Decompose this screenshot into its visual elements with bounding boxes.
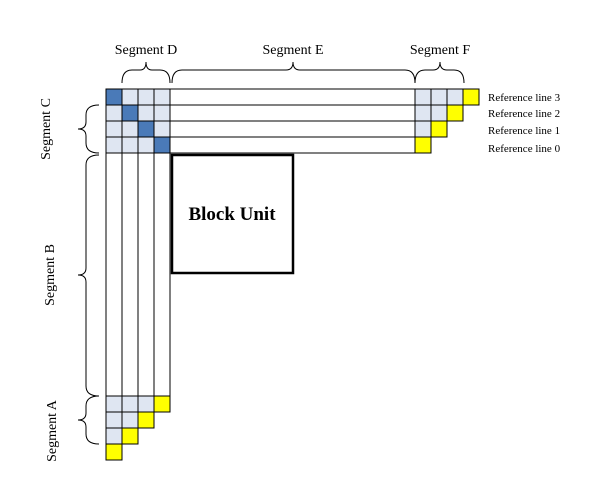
- cell: [153, 120, 171, 138]
- cell: [430, 104, 448, 122]
- cell: [430, 88, 448, 106]
- segment-b-lines: [105, 153, 171, 396]
- segment-d-cells: [105, 88, 171, 154]
- cell: [446, 88, 464, 106]
- cell-diagonal: [121, 104, 139, 122]
- brace-segment-f: [414, 61, 465, 84]
- cell: [137, 104, 155, 122]
- segment-a-cells: [105, 395, 171, 461]
- brace-segment-d: [121, 61, 171, 84]
- cell-yellow: [153, 395, 171, 413]
- cell: [121, 136, 139, 154]
- cell: [121, 120, 139, 138]
- cell-yellow: [462, 88, 480, 106]
- cell: [137, 395, 155, 413]
- cell: [121, 88, 139, 106]
- segment-d-label: Segment D: [115, 43, 178, 58]
- cell-yellow: [446, 104, 464, 122]
- cell-yellow: [414, 136, 432, 154]
- cell: [153, 104, 171, 122]
- cell-yellow: [105, 443, 123, 461]
- cell-diagonal: [105, 88, 123, 106]
- cell: [137, 88, 155, 106]
- segment-f-cells: [414, 88, 480, 154]
- brace-segment-c: [77, 104, 100, 154]
- brace-segment-a: [77, 395, 100, 445]
- cell: [414, 88, 432, 106]
- cell: [121, 395, 139, 413]
- cell: [105, 411, 123, 429]
- cell: [121, 411, 139, 429]
- segment-e-label: Segment E: [262, 43, 323, 58]
- cell: [414, 104, 432, 122]
- cell: [105, 136, 123, 154]
- block-unit-label: Block Unit: [188, 204, 276, 225]
- cell: [153, 88, 171, 106]
- segment-a-label: Segment A: [45, 399, 60, 462]
- reference-line-0-label: Reference line 0: [488, 143, 561, 155]
- cell: [105, 120, 123, 138]
- cell: [414, 120, 432, 138]
- segment-e-lines: [170, 88, 415, 154]
- block-unit-box: [170, 153, 295, 275]
- brace-segment-e: [171, 61, 416, 84]
- reference-line-3-label: Reference line 3: [488, 92, 561, 104]
- reference-line-2-label: Reference line 2: [488, 108, 560, 120]
- cell-yellow: [430, 120, 448, 138]
- cell-diagonal: [153, 136, 171, 154]
- cell: [105, 427, 123, 445]
- reference-line-1-label: Reference line 1: [488, 125, 560, 137]
- segment-b-label: Segment B: [43, 244, 58, 306]
- segment-f-label: Segment F: [410, 43, 470, 58]
- brace-segment-b: [77, 154, 100, 397]
- cell: [105, 395, 123, 413]
- cell: [105, 104, 123, 122]
- cell: [137, 136, 155, 154]
- segment-c-label: Segment C: [39, 98, 54, 160]
- cell-yellow: [121, 427, 139, 445]
- cell-diagonal: [137, 120, 155, 138]
- cell-yellow: [137, 411, 155, 429]
